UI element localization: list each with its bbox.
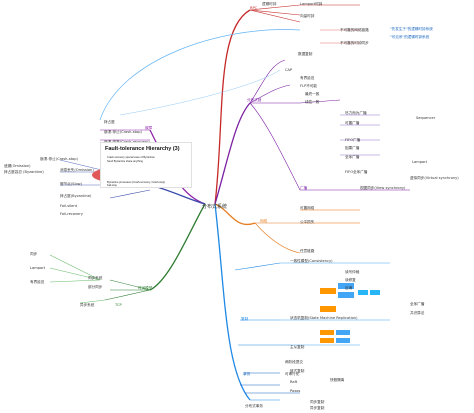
- broadcast-right-1[interactable]: Lamport: [412, 160, 428, 164]
- consistency-item-1[interactable]: CAP: [285, 68, 293, 72]
- faults-item-5[interactable]: 慢节点(Slow): [60, 182, 83, 186]
- replication-item-4[interactable]: 状态机复制(State Machine Replication): [290, 316, 358, 320]
- fault-slide-bullet-2: Byzantine processes (Crash-recovery, Cra…: [107, 181, 166, 184]
- broadcast-item-2[interactable]: FIFO广播: [345, 138, 361, 142]
- broadcast-right-0[interactable]: Sequencer: [416, 116, 436, 120]
- time-item-0[interactable]: 同步系统: [88, 276, 103, 280]
- replication-right-1[interactable]: 共识算法: [410, 311, 425, 315]
- time-note: TCP: [115, 303, 122, 307]
- broadcast-item-3[interactable]: 因果广播: [345, 146, 360, 150]
- tail-item-2[interactable]: 快照隔离: [330, 378, 345, 382]
- fault-slide-bullet-3: Fail-stop: [107, 184, 117, 187]
- branch-time: [149, 203, 206, 291]
- fault-slide-bullet-0: Crash-recovery special case of Byzantine: [107, 156, 155, 159]
- consistency-item-0[interactable]: 数据复制: [298, 52, 313, 56]
- fault-slide-title: Fault-tolerance Hierarchy (3): [105, 146, 180, 152]
- network-item-1[interactable]: 公平损失: [300, 220, 315, 224]
- replication-right-0[interactable]: 全序广播: [410, 302, 425, 306]
- time-left-2[interactable]: 有界延迟: [30, 280, 45, 284]
- replication-item-7[interactable]: Raft: [290, 380, 298, 384]
- fault-slide: Fault-tolerance Hierarchy (3) Crash-reco…: [100, 142, 192, 188]
- network-root[interactable]: 网络: [260, 219, 268, 223]
- faults-left-0[interactable]: 崩溃-停止(Crash-stop): [40, 157, 78, 161]
- replication-diagram-2: [320, 330, 350, 343]
- center-node[interactable]: 分布式系统: [202, 204, 228, 210]
- broadcast-right-2[interactable]: 虚拟同步(Virtual synchrony): [410, 176, 459, 180]
- faults-root[interactable]: 故障: [145, 126, 153, 130]
- consistency-item-3[interactable]: FLP不可能: [300, 84, 318, 88]
- faults-item-6[interactable]: 拜占庭(Byzantine): [60, 194, 92, 198]
- faults-item-4[interactable]: 消息丢失(Omission): [60, 168, 94, 172]
- top-item-2[interactable]: 向量时钟: [300, 14, 315, 18]
- top-note-1: "可见系"的逻辑时钟系统: [390, 35, 430, 39]
- consistency-item-2[interactable]: 有界延迟: [300, 76, 315, 80]
- replication-item-1[interactable]: 读写仲裁: [345, 270, 360, 274]
- faults-item-7[interactable]: Fail-silent: [60, 204, 77, 208]
- broadcast-sub-0[interactable]: 视图同步(View synchrony): [360, 186, 406, 190]
- network-item-0[interactable]: 可靠网络: [300, 206, 315, 210]
- replication-extra-0[interactable]: 同步复制: [310, 400, 325, 404]
- branch-consistency: [214, 102, 251, 205]
- consistency-root[interactable]: 分布式锁: [247, 98, 262, 102]
- top-sub-0[interactable]: 不可靠的网络链路: [340, 28, 369, 32]
- top-note-0: "先发生于"的逻辑时钟系统: [390, 27, 433, 31]
- tail-item-1[interactable]: 可串行化: [285, 372, 300, 376]
- tail-root[interactable]: 事务: [243, 372, 251, 376]
- tail-item-0[interactable]: 两阶段提交: [285, 360, 303, 364]
- replication-item-0[interactable]: 一致性模型(Consistency): [290, 259, 333, 263]
- replication-item-5[interactable]: 主从复制: [290, 345, 305, 349]
- network-item-2[interactable]: 任意链路: [300, 249, 315, 253]
- top-root[interactable]: RPC: [250, 6, 258, 10]
- fault-slide-bullet-1: Send Byzantine share anything: [107, 160, 143, 163]
- time-item-1[interactable]: 部分同步: [88, 285, 103, 289]
- replication-item-2[interactable]: 读修复: [345, 278, 356, 282]
- replication-diagram-1: [320, 283, 380, 312]
- faults-item-8[interactable]: Fail-recovery: [60, 212, 83, 216]
- faults-item-1[interactable]: 崩溃-停止(Crash-stop): [104, 130, 142, 134]
- faults-item-0[interactable]: 拜占庭: [104, 120, 115, 124]
- faults-left-1[interactable]: 拜占庭容忍 (Byzantine): [4, 170, 44, 174]
- time-left-0[interactable]: 同步: [30, 252, 38, 256]
- top-item-1[interactable]: Lamport时钟: [300, 2, 323, 6]
- top-item-0[interactable]: 逻辑时钟: [262, 2, 277, 6]
- branch-top: [214, 9, 251, 205]
- replication-extra-1[interactable]: 异步复制: [310, 406, 325, 410]
- replication-root[interactable]: 复制: [241, 317, 249, 321]
- tail-item-3[interactable]: 分布式事务: [245, 404, 263, 408]
- consistency-item-5[interactable]: 线性一致: [305, 100, 320, 104]
- broadcast-item-0[interactable]: 尽力而为广播: [345, 111, 367, 115]
- replication-item-6[interactable]: 链式复制: [290, 369, 305, 373]
- time-root[interactable]: 时间模型: [138, 286, 153, 290]
- branch-network: [214, 203, 256, 226]
- consistency-item-4[interactable]: 最终一致: [305, 92, 320, 96]
- top-sub-1[interactable]: 不可靠的时钟同步: [340, 41, 369, 45]
- time-left-1[interactable]: Lamport: [30, 266, 46, 270]
- faults-item-3[interactable]: 遗漏(Omission): [4, 164, 31, 168]
- replication-item-3[interactable]: 反熵: [345, 286, 353, 290]
- broadcast-item-5[interactable]: FIFO全序广播: [345, 170, 368, 174]
- replication-item-8[interactable]: Paxos: [290, 389, 301, 393]
- broadcast-item-1[interactable]: 可靠广播: [345, 121, 360, 125]
- time-item-2[interactable]: 异步系统: [80, 303, 95, 307]
- broadcast-root[interactable]: 广播: [300, 186, 308, 190]
- broadcast-item-4[interactable]: 全序广播: [345, 155, 360, 159]
- branch-replication: [214, 203, 251, 401]
